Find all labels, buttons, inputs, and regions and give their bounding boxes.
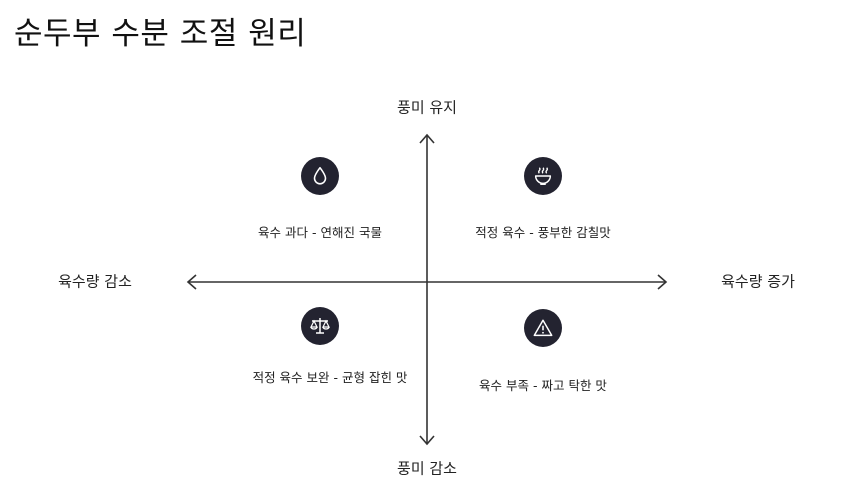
quadrant-bottom-left-text: 적정 육수 보완 - 균형 잡힌 맛 xyxy=(252,370,408,385)
quadrant-top-right-text: 적정 육수 - 풍부한 감칠맛 xyxy=(475,225,611,240)
axis-label-right: 육수량 증가 xyxy=(721,272,795,291)
quadrant-bottom-right-text: 육수 부족 - 짜고 탁한 맛 xyxy=(479,378,607,393)
quadrant-top-left-text: 육수 과다 - 연해진 국물 xyxy=(258,225,382,240)
steaming-bowl-icon xyxy=(524,157,562,195)
axis-label-bottom: 풍미 감소 xyxy=(397,459,457,478)
page-title: 순두부 수분 조절 원리 xyxy=(14,16,307,52)
balance-scale-icon xyxy=(301,307,339,345)
arrow-right-icon xyxy=(657,274,668,290)
arrow-left-icon xyxy=(186,274,197,290)
arrow-down-icon xyxy=(419,435,435,446)
axis-label-left: 육수량 감소 xyxy=(58,272,132,291)
arrow-up-icon xyxy=(419,133,435,144)
warning-triangle-icon xyxy=(524,309,562,347)
water-drop-icon xyxy=(301,157,339,195)
axis-label-top: 풍미 유지 xyxy=(397,98,457,117)
